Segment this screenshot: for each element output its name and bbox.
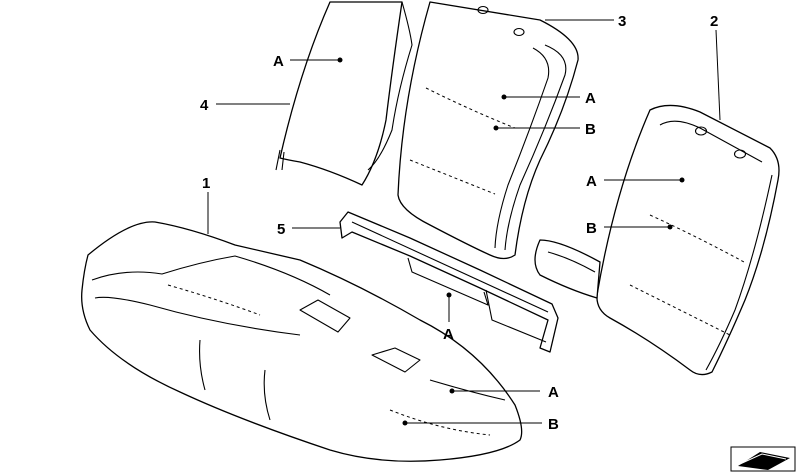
callout-a-label: A — [585, 90, 596, 107]
callout-a-part-4: A — [273, 53, 343, 70]
callout-2: 2 — [710, 13, 721, 121]
callout-3-label: 3 — [618, 13, 626, 30]
callout-4: 4 — [200, 97, 290, 114]
part-4-backrest-cover — [275, 1, 413, 186]
part-3-center-backrest — [397, 1, 579, 260]
callout-5-label: 5 — [277, 221, 285, 238]
callout-a-part-5: A — [443, 292, 454, 343]
callout-a-label: A — [273, 53, 284, 70]
callout-b-label: B — [548, 416, 559, 433]
callout-b-label: B — [586, 220, 597, 237]
callout-3: 3 — [545, 13, 626, 30]
callout-b-label: B — [585, 121, 596, 138]
callout-a-part-3: A — [501, 90, 596, 107]
callout-a-label: A — [443, 326, 454, 343]
callout-5: 5 — [277, 221, 340, 238]
part-2-right-backrest — [534, 104, 780, 376]
callout-b-part-1: B — [402, 416, 559, 433]
scissors-cut-icon — [730, 446, 796, 472]
callout-a-label: A — [548, 384, 559, 401]
callout-b-part-3: B — [493, 121, 596, 138]
callout-1-label: 1 — [202, 175, 210, 192]
callout-a-part-1: A — [449, 384, 559, 401]
part-1-seat-cushion — [81, 221, 523, 462]
callout-a-label: A — [586, 173, 597, 190]
part-5-trim-strip — [339, 211, 559, 353]
callout-2-label: 2 — [710, 13, 718, 30]
callout-a-part-2: A — [586, 173, 685, 190]
callout-4-label: 4 — [200, 97, 209, 114]
callout-b-part-2: B — [586, 220, 673, 237]
callout-1: 1 — [202, 175, 210, 234]
